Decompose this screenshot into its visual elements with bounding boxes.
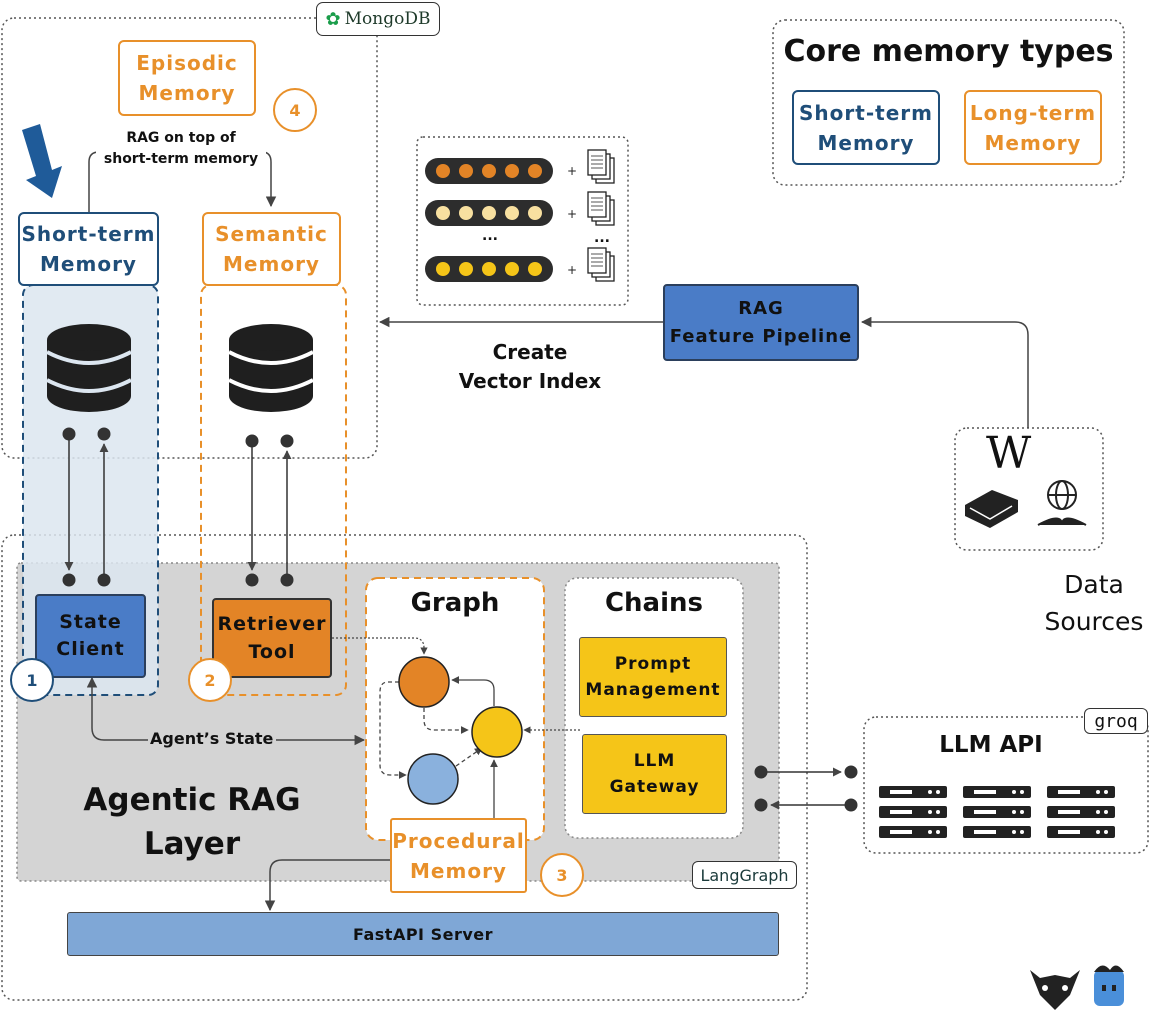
comet-logo-icon — [1094, 965, 1124, 1006]
data-sources-arrow — [860, 316, 1029, 428]
mongodb-badge-text: MongoDB — [344, 9, 431, 29]
procedural-fastapi-arrow — [264, 859, 392, 912]
svg-text:+: + — [567, 263, 577, 277]
core-short-term-box: Short-term Memory — [792, 90, 940, 165]
agents-state-label: Agent’s State — [150, 729, 274, 748]
llm-api-box — [863, 716, 1149, 854]
rag-note: RAG on top of short-term memory — [96, 128, 266, 170]
rag-feature-pipeline: RAG Feature Pipeline — [663, 284, 859, 361]
input-arrow-icon — [22, 124, 62, 198]
semantic-database-icon — [228, 324, 314, 412]
short-term-database-icon — [46, 324, 132, 412]
step-3-badge: 3 — [540, 853, 584, 897]
mongodb-badge: ✿ MongoDB — [316, 2, 440, 36]
server-lights — [890, 790, 1108, 834]
app-container — [1, 534, 808, 1001]
globe-book-icon — [1037, 480, 1087, 526]
core-memory-title: Core memory types — [783, 34, 1114, 69]
episodic-memory-box: Episodic Memory — [118, 40, 256, 116]
embedding-vectors — [425, 158, 553, 282]
agentic-rag-layer-label: Agentic RAG Layer — [83, 782, 301, 862]
procedural-memory-box: Procedural Memory — [390, 818, 527, 893]
wolf-logo-icon — [1030, 970, 1080, 1010]
mongodb-leaf-icon: ✿ — [325, 8, 341, 30]
book-icon — [965, 490, 1018, 528]
retriever-tool-box: Retriever Tool — [212, 598, 332, 678]
core-long-term-box: Long-term Memory — [964, 90, 1102, 165]
data-sources-label: Data Sources — [1044, 570, 1144, 636]
step-1-badge: 1 — [10, 658, 54, 702]
svg-text:+: + — [567, 164, 577, 178]
doc-ellipsis: ... — [594, 230, 610, 246]
semantic-connectors — [245, 434, 294, 587]
state-client-box: State Client — [35, 594, 146, 678]
graph-node-yellow — [471, 706, 523, 758]
semantic-memory-box: Semantic Memory — [202, 212, 341, 286]
graph-title: Graph — [410, 588, 500, 618]
fastapi-server-bar: FastAPI Server — [67, 912, 779, 956]
graph-node-orange — [398, 656, 450, 708]
vector-ellipsis: ... — [482, 228, 498, 244]
llm-gateway-box: LLM Gateway — [582, 734, 727, 814]
short-term-connectors — [62, 427, 111, 587]
llm-api-connectors — [754, 765, 858, 812]
prompt-management-box: Prompt Management — [579, 637, 727, 717]
data-sources-box — [954, 427, 1104, 551]
agents-state-left — [86, 676, 148, 741]
step-2-badge: 2 — [188, 658, 232, 702]
langgraph-badge: LangGraph — [692, 861, 797, 889]
chains-title: Chains — [604, 588, 704, 618]
short-term-memory-box: Short-term Memory — [18, 212, 159, 286]
create-vector-index-label: Create Vector Index — [458, 340, 602, 393]
llm-api-title: LLM API — [939, 732, 1043, 758]
wikipedia-icon: W — [986, 428, 1031, 479]
svg-text:+: + — [567, 207, 577, 221]
step-4-badge: 4 — [273, 88, 317, 132]
groq-badge: groq — [1084, 708, 1148, 734]
mongodb-container — [1, 17, 378, 459]
server-icon — [879, 786, 1115, 838]
graph-node-blue — [407, 753, 459, 805]
